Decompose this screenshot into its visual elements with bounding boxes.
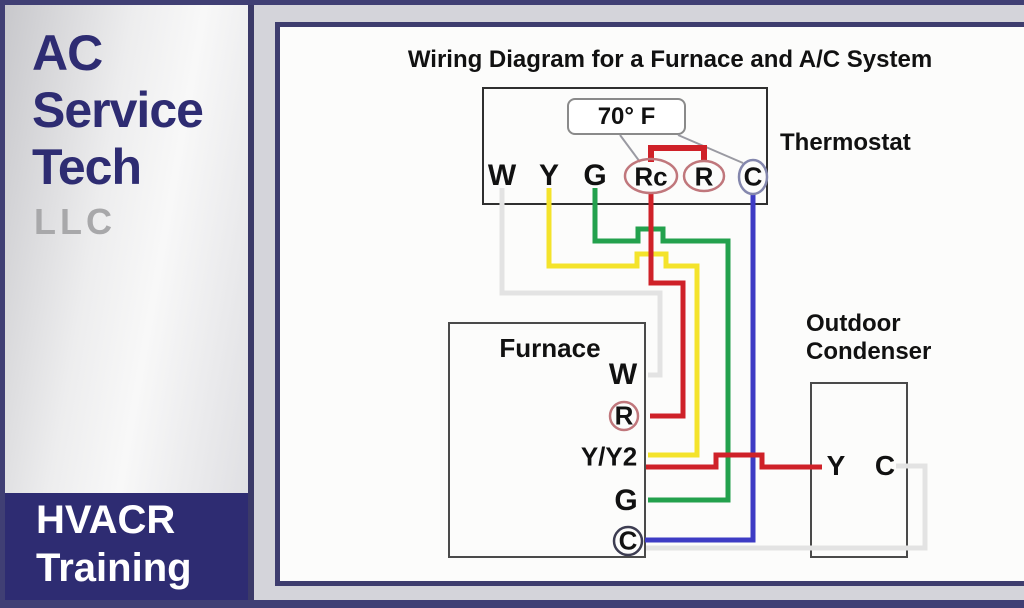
- thermostat-terminal-rc: Rc: [634, 161, 668, 192]
- brand-line-1: AC: [32, 25, 103, 81]
- condenser-label-line2: Condenser: [806, 338, 932, 365]
- furnace-terminal-g: G: [614, 484, 638, 517]
- thermostat-terminal-w: W: [487, 159, 517, 192]
- thermostat-terminal-r: R: [694, 161, 714, 192]
- furnace-terminal-r: R: [614, 400, 634, 431]
- brand-line-3: Tech: [32, 139, 142, 195]
- thermostat-terminal-y: Y: [538, 159, 560, 192]
- brand-suffix: LLC: [34, 201, 116, 242]
- furnace-label: Furnace: [499, 333, 601, 363]
- furnace-terminal-w: W: [608, 358, 638, 391]
- thermostat-setpoint-display: 70° F: [567, 98, 686, 135]
- gauge-manifold-logo: [0, 280, 248, 608]
- diagram-title: Wiring Diagram for a Furnace and A/C Sys…: [407, 46, 933, 73]
- condenser-label-line1: Outdoor: [806, 310, 901, 337]
- left-edge-strip: [0, 0, 5, 608]
- furnace-terminal-c: C: [618, 525, 638, 556]
- banner-line-1: HVACR: [36, 498, 176, 542]
- condenser-label: Outdoor Condenser: [806, 310, 931, 366]
- banner: HVACR Training: [0, 493, 248, 608]
- condenser-terminal-c: C: [874, 450, 896, 481]
- bottom-edge-strip: [0, 600, 1024, 608]
- thermostat-terminal-g: G: [583, 159, 607, 192]
- top-edge-strip: [0, 0, 1024, 5]
- furnace-terminal-yy2: Y/Y2: [580, 441, 638, 472]
- sidebar: AC Service Tech LLC HVACR Training: [0, 0, 248, 608]
- thermostat-label: Thermostat: [780, 129, 911, 156]
- banner-line-2: Training: [36, 546, 192, 590]
- thermostat-terminal-c: C: [743, 161, 763, 192]
- brand-line-2: Service: [32, 82, 204, 138]
- sidebar-divider: [248, 0, 254, 608]
- condenser-terminal-y: Y: [826, 450, 846, 481]
